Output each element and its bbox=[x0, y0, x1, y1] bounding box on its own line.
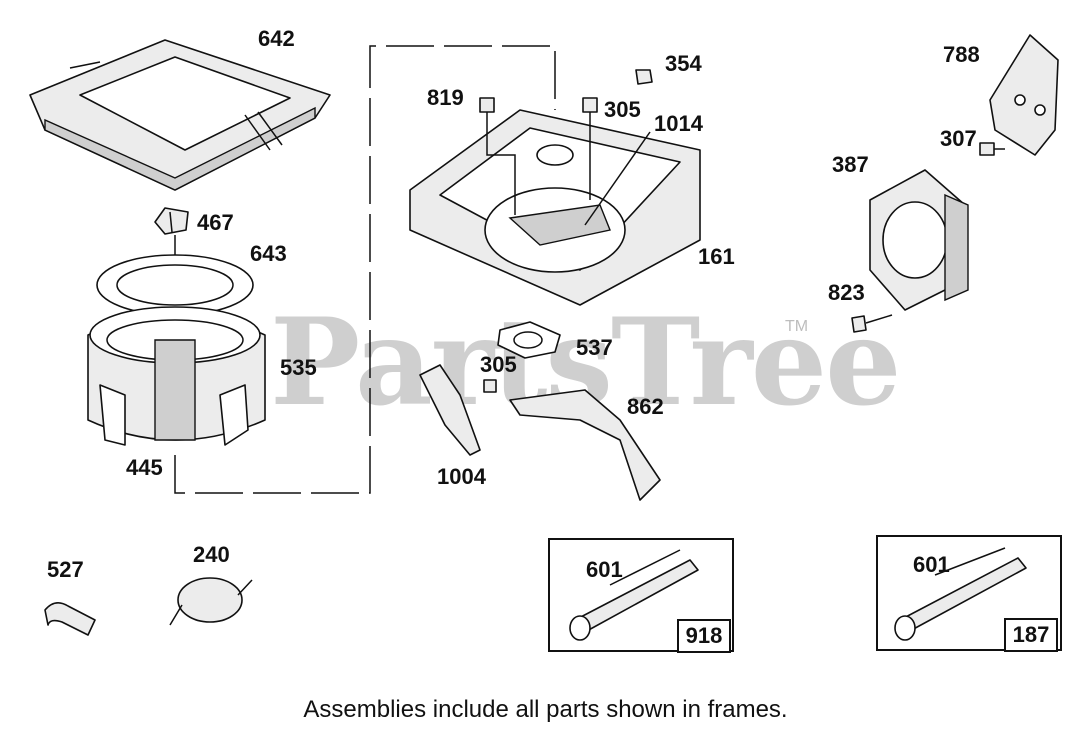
part-label-862[interactable]: 862 bbox=[627, 394, 664, 419]
assembly-frame-187 bbox=[876, 535, 1062, 651]
part-label-467[interactable]: 467 bbox=[197, 210, 234, 235]
leader-1014 bbox=[584, 131, 651, 226]
part-label-1004[interactable]: 1004 bbox=[437, 464, 486, 489]
part-label-161[interactable]: 161 bbox=[698, 244, 735, 269]
part-label-527[interactable]: 527 bbox=[47, 557, 84, 582]
fuel-filter-240-drawing bbox=[169, 577, 253, 626]
bracket-862-drawing bbox=[509, 389, 661, 501]
part-label-354[interactable]: 354 bbox=[665, 51, 702, 76]
part-label-819[interactable]: 819 bbox=[427, 85, 464, 110]
part-label-305-top[interactable]: 305 bbox=[604, 97, 641, 122]
assemblies-caption: Assemblies include all parts shown in fr… bbox=[303, 696, 788, 723]
filter-643-535-drawing bbox=[87, 254, 266, 446]
part-label-240[interactable]: 240 bbox=[193, 542, 230, 567]
cover-1004-drawing bbox=[419, 364, 481, 456]
part-label-823[interactable]: 823 bbox=[828, 280, 865, 305]
part-label-445[interactable]: 445 bbox=[126, 455, 163, 480]
bolts-drawing bbox=[479, 69, 1005, 393]
clip-527-drawing bbox=[44, 602, 96, 636]
part-label-643[interactable]: 643 bbox=[250, 241, 287, 266]
part-label-535[interactable]: 535 bbox=[280, 355, 317, 380]
adapter-387-drawing bbox=[869, 169, 969, 311]
bracket-788-drawing bbox=[989, 34, 1059, 156]
part-label-642[interactable]: 642 bbox=[258, 26, 295, 51]
connection-frame bbox=[174, 45, 556, 494]
knob-467-drawing bbox=[154, 207, 189, 235]
part-label-601-frame-918[interactable]: 601 bbox=[586, 557, 623, 582]
part-label-601-frame-187[interactable]: 601 bbox=[913, 552, 950, 577]
part-label-305-bottom[interactable]: 305 bbox=[480, 352, 517, 377]
gasket-537-drawing bbox=[497, 321, 561, 359]
hose-918-drawing bbox=[569, 549, 699, 641]
base-161-drawing bbox=[409, 109, 701, 306]
cover-642-drawing bbox=[29, 39, 331, 191]
part-label-307[interactable]: 307 bbox=[940, 126, 977, 151]
watermark-trademark: TM bbox=[785, 318, 809, 335]
part-label-387[interactable]: 387 bbox=[832, 152, 869, 177]
part-label-788[interactable]: 788 bbox=[943, 42, 980, 67]
part-label-537[interactable]: 537 bbox=[576, 335, 613, 360]
hose-187-drawing bbox=[894, 547, 1027, 641]
assembly-number-918[interactable]: 918 bbox=[677, 619, 731, 653]
part-label-1014[interactable]: 1014 bbox=[654, 111, 703, 136]
assembly-frame-918 bbox=[548, 538, 734, 652]
assembly-number-187[interactable]: 187 bbox=[1004, 618, 1058, 652]
